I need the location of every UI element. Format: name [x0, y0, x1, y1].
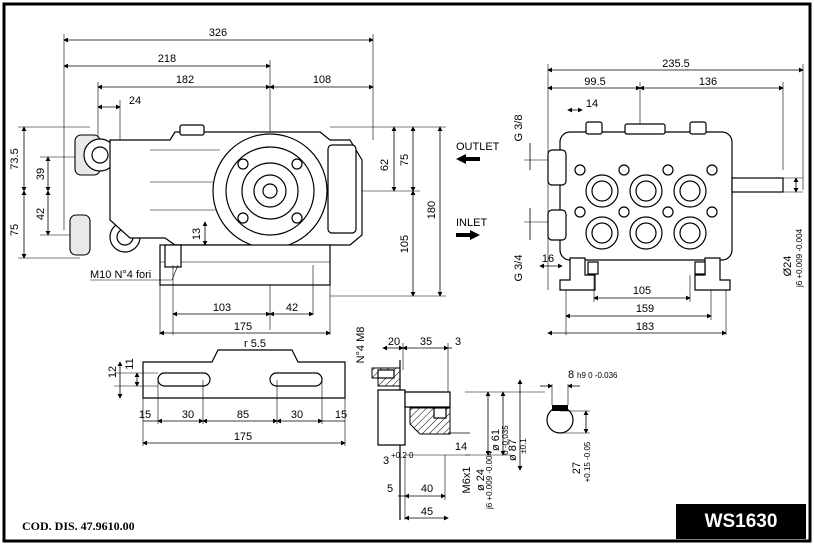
dim-75: 75: [9, 224, 21, 236]
dim-180: 180: [426, 201, 438, 219]
dim-183: 183: [636, 321, 654, 333]
dim-73-5: 73.5: [9, 148, 21, 169]
keyway-detail: 8 h9 0 -0.036 27 +0.15 -0.05: [540, 369, 618, 482]
outlet-arrow-icon: [456, 154, 480, 164]
dim-shaft-24: Ø24: [782, 256, 794, 277]
dim-326: 326: [209, 27, 227, 39]
tol-h9: h9 0 -0.036: [577, 371, 618, 380]
dim-218: 218: [158, 53, 176, 65]
port-inlet-label: G 3/4: [513, 255, 525, 282]
dim-75-right: 75: [399, 154, 411, 166]
dim-5: 5: [387, 483, 393, 495]
tol-3-gap: +0.2 0: [391, 451, 414, 460]
dim-42-bottom: 42: [286, 302, 298, 314]
dim-45: 45: [421, 506, 433, 518]
dim-39: 39: [35, 168, 47, 180]
dim-20: 20: [388, 336, 400, 348]
dim-30-left: 30: [182, 409, 194, 421]
mount-holes-label: M10 N°4 fori: [90, 269, 151, 281]
dim-14: 14: [586, 98, 598, 110]
dim-24: 24: [129, 95, 141, 107]
dim-182: 182: [176, 74, 194, 86]
dim-3: 3: [455, 336, 461, 348]
dim-136: 136: [699, 76, 717, 88]
port-outlet-label: G 3/8: [513, 115, 525, 142]
dim-35: 35: [420, 336, 432, 348]
dim-175: 175: [234, 321, 252, 333]
model-badge: WS1630: [676, 504, 806, 539]
dim-24-bore: ø 24: [475, 469, 487, 491]
tol-27: +0.15 -0.05: [583, 441, 592, 482]
dim-105: 105: [399, 235, 411, 253]
radius-label: r 5.5: [244, 338, 266, 350]
inlet-arrow-icon: [456, 230, 480, 240]
dim-12: 12: [107, 366, 119, 378]
side-view: 326 218 182 108 24 73.5 75 39 42 62 75: [9, 27, 446, 336]
dim-61: ø 61: [490, 429, 502, 451]
dim-159: 159: [636, 303, 654, 315]
frame-border: [2, 2, 812, 543]
dim-85: 85: [237, 409, 249, 421]
dim-3-gap: 3: [383, 455, 389, 467]
outlet-label: OUTLET: [456, 141, 500, 153]
studs-label: N°4 M8: [355, 327, 367, 364]
tol-shaft-24: j6 +0.009 -0.004: [795, 228, 804, 288]
front-view: 235.5 99.5 136 14 G 3/8 G 3/4 16: [513, 58, 804, 336]
inlet-label: INLET: [456, 217, 487, 229]
tol-61: 0 -0.035: [501, 425, 510, 455]
tol-24-bore: j6 +0.009 -0.004: [485, 450, 494, 510]
drawing-code: COD. DIS. 47.9610.00: [22, 519, 135, 533]
dim-235-5: 235.5: [662, 58, 690, 70]
dim-99-5: 99.5: [584, 76, 605, 88]
dim-15-left: 15: [139, 409, 151, 421]
dim-16: 16: [542, 253, 554, 265]
dim-105-front: 105: [633, 285, 651, 297]
flange-section-view: N°4 M8 20 35 3 14 ø 24 j6 +0.009 -0.004 …: [355, 327, 545, 521]
dim-87: ø 87: [507, 439, 519, 461]
dim-108: 108: [313, 74, 331, 86]
dim-62: 62: [379, 159, 391, 171]
base-plate-view: r 5.5 12 11 15 30 85 30 15 175: [107, 338, 347, 446]
dim-11: 11: [124, 358, 136, 369]
dim-42: 42: [35, 208, 47, 220]
dim-30-right: 30: [291, 409, 303, 421]
tol-87: ±0.1: [519, 438, 528, 454]
shaft-thread-label: M6x1: [461, 467, 473, 494]
dim-8: 8: [568, 369, 574, 381]
dim-103: 103: [213, 302, 231, 314]
dim-27: 27: [571, 462, 583, 474]
dim-14-section: 14: [455, 441, 467, 453]
dim-13: 13: [191, 228, 203, 240]
flow-indicators: OUTLET INLET: [456, 141, 500, 240]
dim-175-base: 175: [234, 431, 252, 443]
dim-40: 40: [421, 483, 433, 495]
dim-15-right: 15: [335, 409, 347, 421]
